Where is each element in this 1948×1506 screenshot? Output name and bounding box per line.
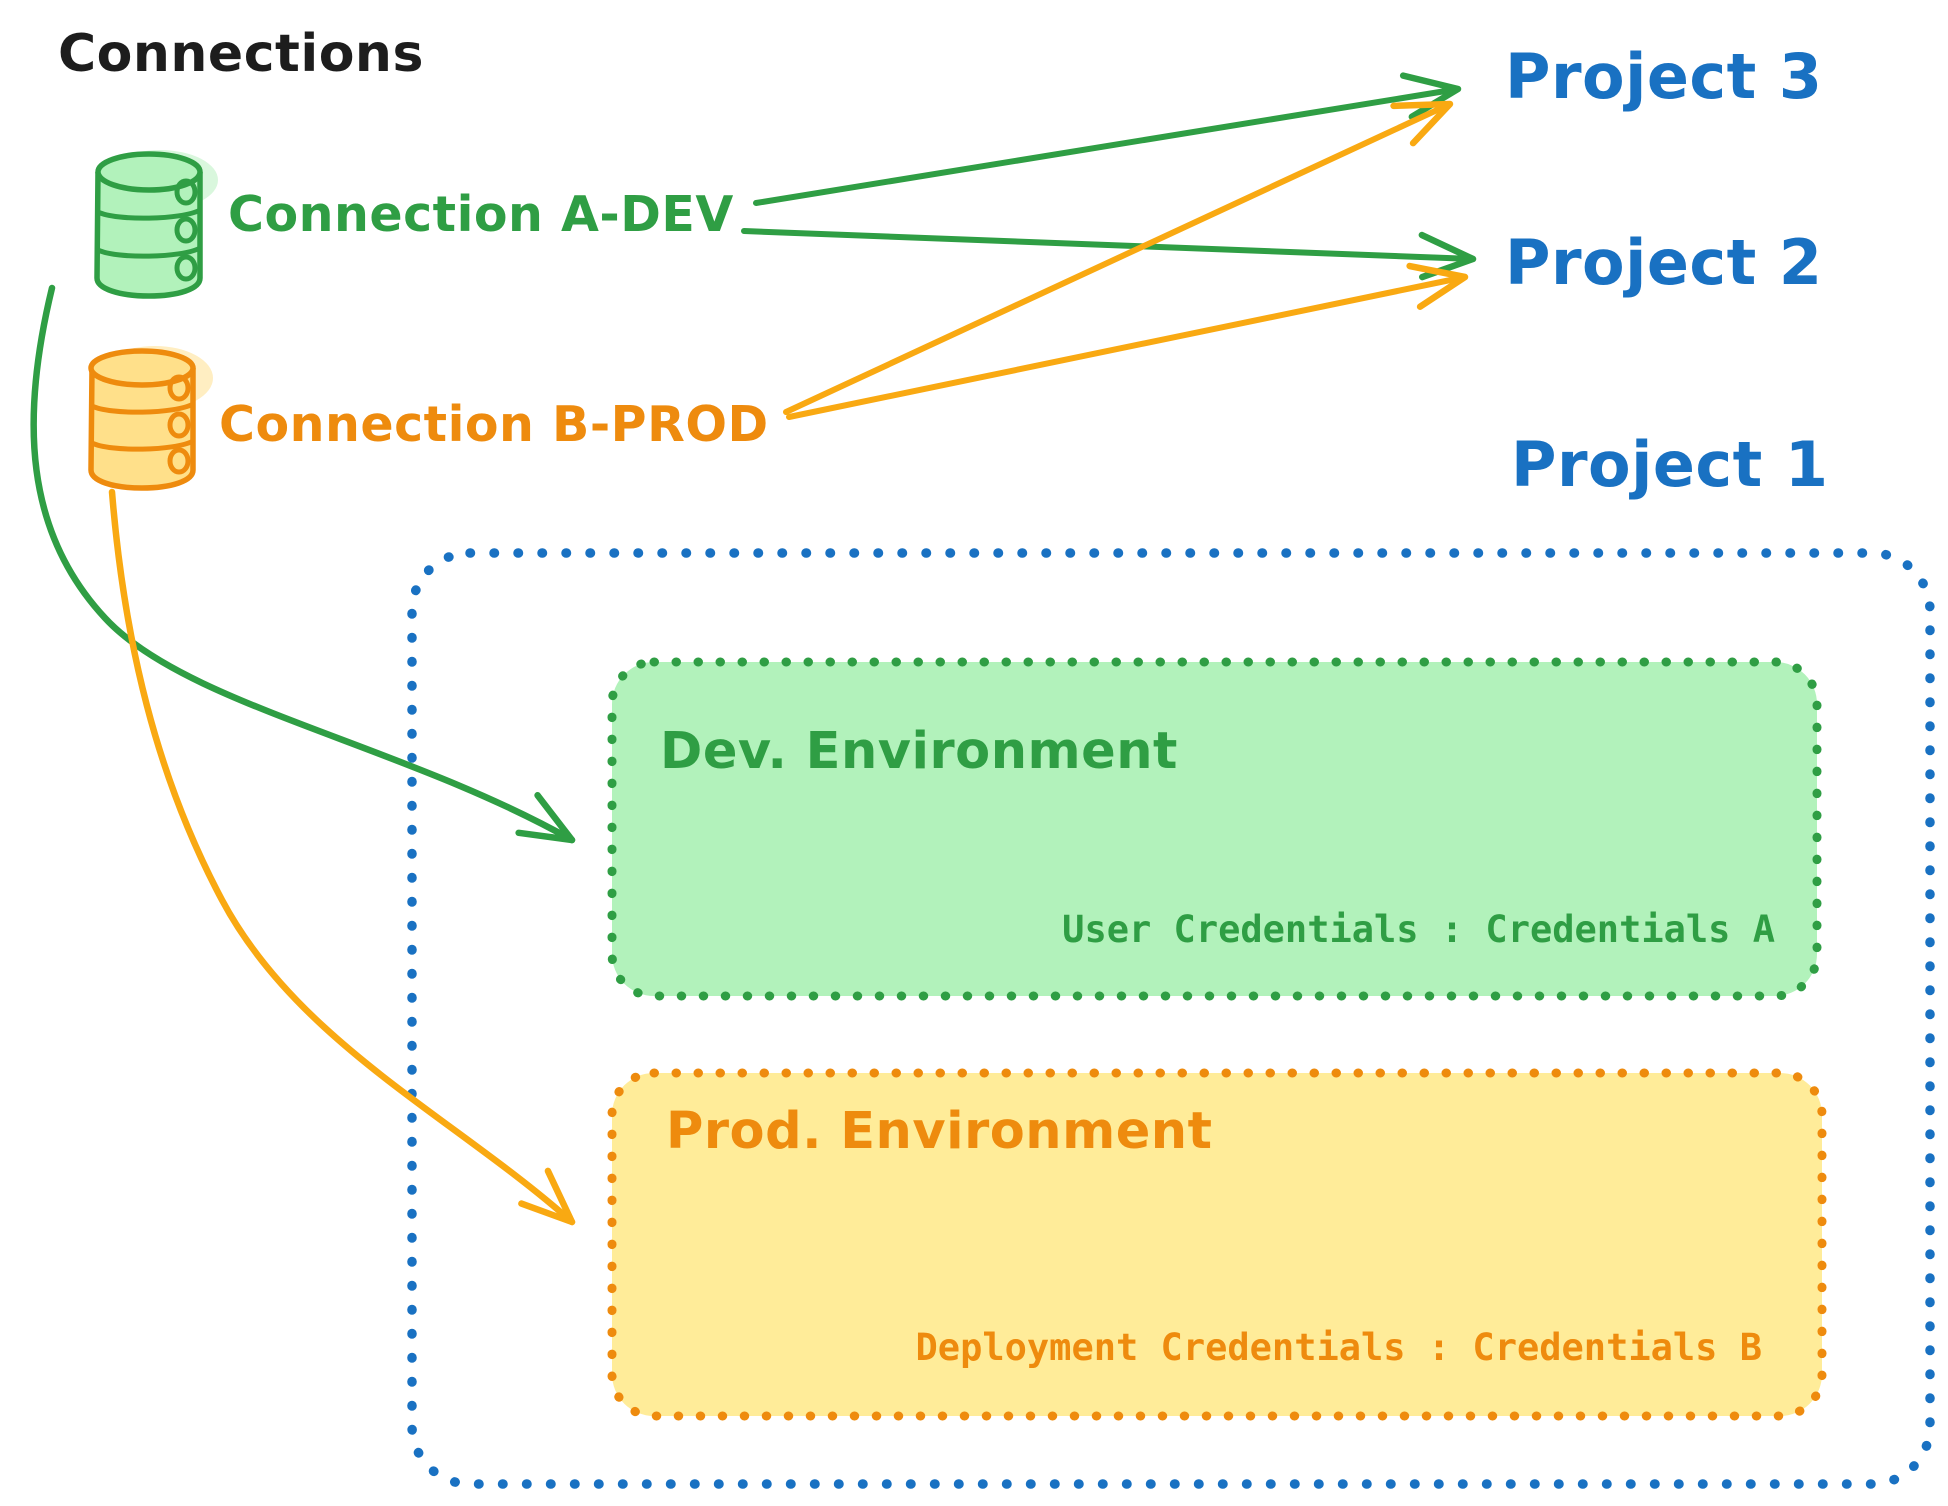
db-dev-body — [94, 171, 203, 299]
connection-a-dev-label: Connection A-DEV — [228, 186, 734, 243]
db-dev-led-1 — [174, 178, 198, 206]
database-icon-prod — [88, 346, 213, 491]
db-dev-divider-2 — [96, 245, 202, 259]
connection-b-prod-label: Connection B-PROD — [219, 396, 769, 453]
db-prod-led-2 — [167, 411, 191, 439]
db-prod-divider-2 — [90, 438, 195, 452]
dev-environment-credentials: User Credentials : Credentials A — [1062, 908, 1775, 951]
arrow-bprod-to-project3 — [783, 100, 1454, 415]
db-prod-divider-1 — [90, 401, 195, 415]
curved-arrow-adev-to-dev-environment — [30, 284, 576, 844]
arrow-adev-to-project3 — [753, 72, 1462, 206]
prod-environment-credentials: Deployment Credentials : Credentials B — [915, 1326, 1762, 1369]
db-dev-led-3 — [174, 254, 198, 282]
db-prod-top — [88, 348, 196, 388]
prod-environment-title: Prod. Environment — [666, 1102, 1213, 1161]
db-prod-led-3 — [167, 447, 191, 475]
database-icon-dev — [94, 150, 218, 299]
dev-environment-title: Dev. Environment — [660, 722, 1178, 781]
arrow-bprod-to-project2 — [786, 262, 1469, 420]
project-3-label: Project 3 — [1505, 40, 1823, 113]
db-dev-led-2 — [174, 216, 198, 244]
arrow-adev-to-project2 — [741, 228, 1477, 281]
db-dev-top — [95, 151, 203, 193]
prod-environment-box — [607, 1068, 1827, 1421]
project-2-label: Project 2 — [1505, 226, 1823, 299]
db-prod-body — [88, 367, 196, 491]
dev-environment-box — [607, 657, 1822, 1001]
project-1-label: Project 1 — [1511, 428, 1829, 501]
diagram-title: Connections — [58, 24, 424, 84]
project1-container-box — [407, 548, 1935, 1489]
db-prod-led-1 — [167, 374, 191, 402]
curved-arrow-bprod-to-prod-environment — [108, 488, 576, 1226]
db-dev-divider-1 — [96, 207, 202, 221]
